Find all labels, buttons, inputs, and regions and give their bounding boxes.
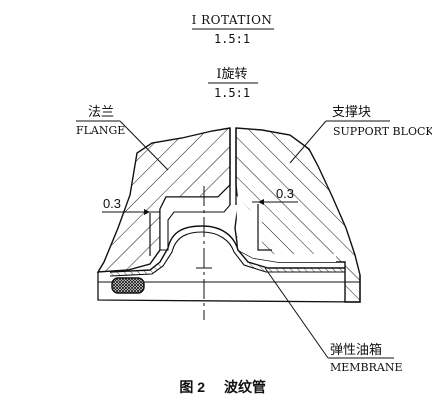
membrane-label-cn: 弹性油箱 [330, 342, 382, 358]
bellows-membrane-outer [109, 225, 345, 273]
dim-right-value: 0.3 [276, 186, 294, 201]
dim-right-arrow [258, 199, 264, 205]
title-en: I ROTATION [192, 13, 273, 27]
flange-label-en: FLANGE [76, 124, 125, 137]
dimension-left: 0.3 [102, 196, 160, 215]
dim-left-value: 0.3 [103, 196, 121, 211]
header: I ROTATION 1.5:1 I旋转 1.5:1 [192, 13, 274, 100]
scale-2: 1.5:1 [214, 86, 250, 100]
scale-1: 1.5:1 [214, 32, 250, 46]
figure-title: 波纹管 [224, 379, 266, 395]
cross-section [96, 127, 361, 320]
base-plate [97, 272, 361, 303]
seal-ring [111, 277, 145, 294]
support-inner-bracket [257, 204, 272, 251]
dimension-right: 0.3 [252, 186, 298, 205]
bellows-hatch-strip [244, 262, 345, 272]
bellows-membrane-inner [109, 231, 345, 277]
membrane-label: 弹性油箱 MEMBRANE [264, 267, 403, 374]
figure-number: 图 2 [179, 379, 205, 395]
support-label-cn: 支撑块 [332, 105, 371, 120]
support-label-en: SUPPORT BLOCK [333, 125, 432, 138]
membrane-label-en: MEMBRANE [330, 361, 403, 374]
title-cn: I旋转 [216, 67, 247, 82]
support-leader-diag [289, 120, 327, 164]
figure-caption: 图 2 波纹管 [179, 379, 266, 395]
flange-label-cn: 法兰 [88, 105, 114, 120]
dim-left-arrow [144, 209, 150, 215]
flange-step [159, 183, 231, 251]
support-label: 支撑块 SUPPORT BLOCK [289, 105, 432, 164]
support-cavity [236, 195, 336, 262]
flange-leader-diag [119, 120, 169, 171]
flange-label: 法兰 FLANGE [76, 105, 169, 171]
bellows-hatch-strip-left [110, 262, 163, 276]
membrane-leader-diag [264, 267, 329, 359]
